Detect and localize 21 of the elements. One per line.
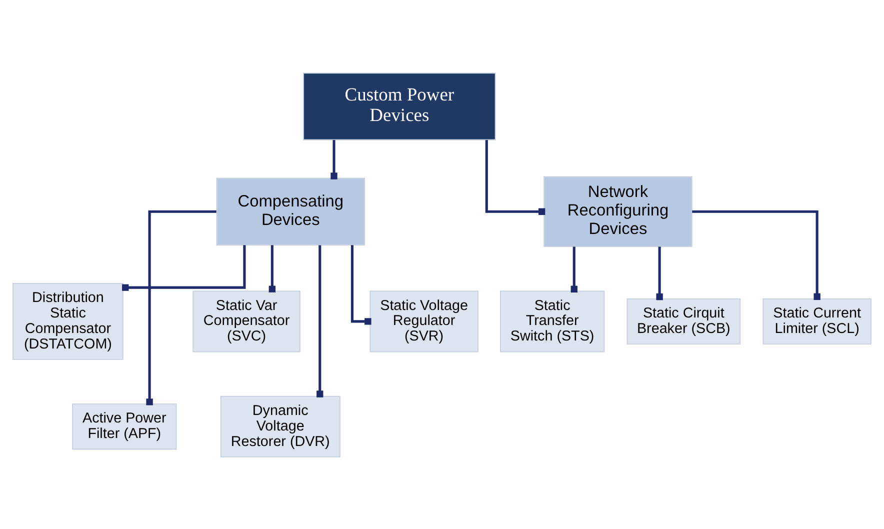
node-box: Static Voltage Regulator (SVR)	[370, 290, 478, 352]
node-box: Custom Power Devices	[302, 72, 496, 140]
node-box: Dynamic Voltage Restorer (DVR)	[220, 395, 340, 457]
connector	[656, 246, 663, 300]
node-box: Static Current Limiter (SCL)	[762, 298, 872, 344]
connector	[146, 210, 216, 405]
node-box: Static Var Compensator (SVC)	[192, 290, 300, 352]
connector	[316, 244, 324, 397]
node-box: Distribution Static Compensator (DSTATCOM)	[12, 282, 124, 360]
connector	[570, 246, 578, 292]
connector	[268, 244, 276, 292]
connector	[350, 244, 372, 324]
node-box: Static Cirquit Breaker (SCB)	[626, 298, 741, 344]
node-box: Static Transfer Switch (STS)	[500, 290, 605, 352]
connector	[692, 210, 820, 300]
node-box: Compensating Devices	[216, 177, 366, 245]
node-box: Network Reconfiguring Devices	[544, 176, 692, 247]
connector	[122, 244, 246, 290]
node-box: Active Power Filter (APF)	[72, 403, 177, 450]
connector	[330, 140, 338, 179]
connector	[485, 140, 546, 214]
